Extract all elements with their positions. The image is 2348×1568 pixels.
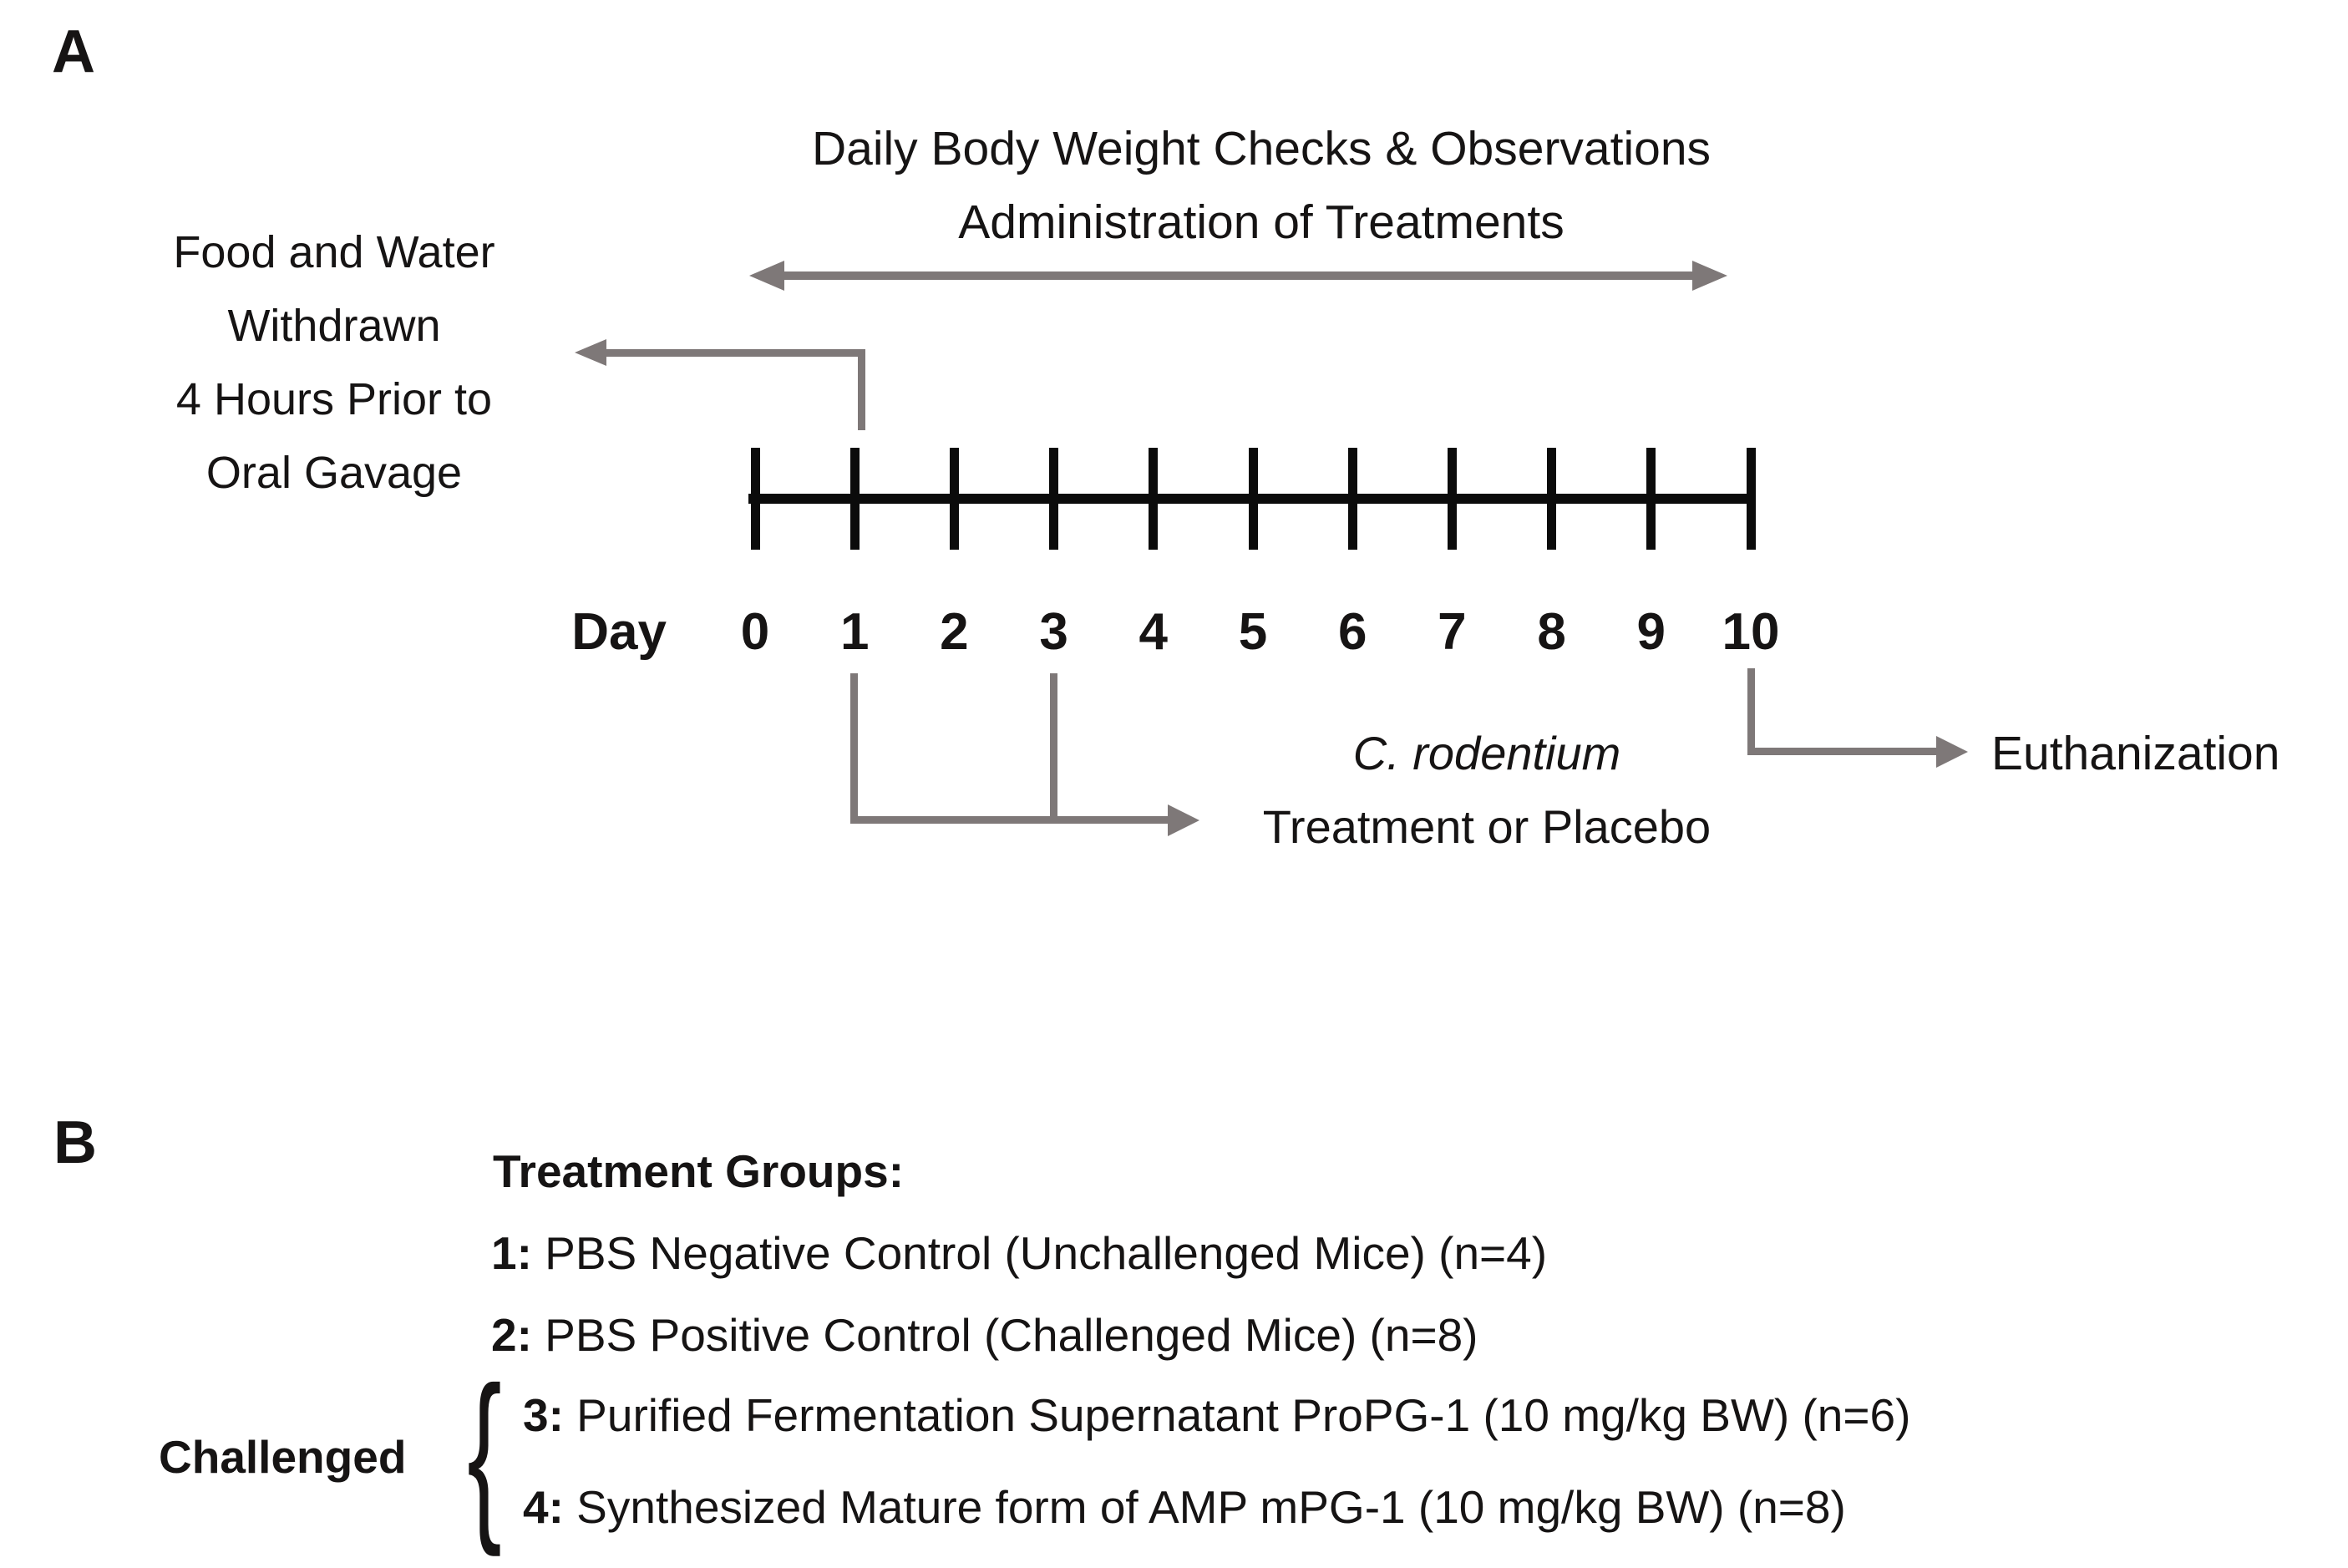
challenged-label: Challenged	[159, 1431, 407, 1483]
arrowhead-left-icon	[749, 261, 784, 291]
timeline-tick-day-5	[1248, 448, 1258, 550]
group-4-description: Synthesized Mature form of AMP mPG-1 (10…	[563, 1481, 1846, 1533]
food-water-note-line3: 4 Hours Prior to	[175, 374, 493, 424]
timeline-tick-day-4	[1149, 448, 1159, 550]
food-water-note-line4: Oral Gavage	[205, 448, 463, 498]
group-1-description: PBS Negative Control (Unchallenged Mice)…	[531, 1227, 1548, 1279]
day-number-9: 9	[1636, 603, 1666, 661]
timeline-tick-day-10	[1746, 448, 1756, 550]
arrowhead-left-icon	[575, 339, 606, 366]
infection-note: C. rodentium Treatment or Placebo	[1211, 717, 1762, 864]
timeline-tick-day-0	[750, 448, 760, 550]
arrowhead-right-icon	[1168, 804, 1199, 836]
food-water-note-line1: Food and Water	[173, 227, 495, 277]
treatment-group-row-3: 3: Purified Fermentation Supernatant Pro…	[523, 1390, 1910, 1440]
daily-checks-title-line1: Daily Body Weight Checks & Observations	[811, 122, 1712, 175]
day-number-7: 7	[1438, 603, 1467, 661]
day-number-10: 10	[1722, 603, 1780, 661]
span-arrow-shaft	[782, 271, 1694, 280]
food-water-arrow-shaft	[605, 349, 865, 357]
panel-a-label: A	[52, 18, 95, 85]
treatment-arrow-shaft	[850, 816, 1171, 824]
day-number-0: 0	[740, 603, 770, 661]
day-number-5: 5	[1238, 603, 1268, 661]
group-2-number: 2:	[491, 1309, 532, 1361]
treatment-group-row-4: 4: Synthesized Mature form of AMP mPG-1 …	[523, 1482, 1846, 1532]
group-3-description: Purified Fermentation Supernatant ProPG-…	[563, 1389, 1911, 1441]
arrowhead-right-icon	[1692, 261, 1727, 291]
food-water-arrow-riser	[858, 349, 865, 430]
food-water-note-line2: Withdrawn	[227, 301, 441, 351]
day-number-1: 1	[839, 603, 870, 661]
day-number-3: 3	[1039, 603, 1068, 661]
group-1-number: 1:	[491, 1227, 532, 1279]
euthanization-arrow-shaft	[1747, 748, 1938, 755]
curly-bracket-icon: {	[467, 1348, 502, 1558]
c-rodentium-label: C. rodentium	[1352, 727, 1621, 779]
day-number-2: 2	[940, 603, 969, 661]
day1-dropline	[850, 673, 858, 824]
food-water-note: Food and Water Withdrawn 4 Hours Prior t…	[109, 216, 560, 510]
timeline-tick-day-1	[849, 448, 860, 550]
euthanization-label: Euthanization	[1991, 727, 2280, 780]
arrowhead-right-icon	[1936, 736, 1968, 768]
timeline-tick-day-2	[949, 448, 959, 550]
day3-dropline	[1050, 673, 1057, 824]
timeline-tick-day-9	[1646, 448, 1656, 550]
timeline-tick-day-8	[1547, 448, 1557, 550]
timeline-tick-day-6	[1347, 448, 1357, 550]
treatment-or-placebo-label: Treatment or Placebo	[1262, 800, 1712, 853]
day-number-4: 4	[1139, 603, 1169, 661]
timeline-tick-day-7	[1447, 448, 1457, 550]
day-axis-label: Day	[571, 603, 667, 661]
panel-b-label: B	[53, 1109, 97, 1176]
group-4-number: 4:	[523, 1481, 564, 1533]
daily-checks-title: Daily Body Weight Checks & Observations …	[677, 112, 1846, 259]
day10-dropline	[1747, 668, 1755, 755]
timeline: Day 0 1 2 3 4 5 6 7 8 9 10	[0, 0, 2348, 752]
daily-checks-title-line2: Administration of Treatments	[958, 195, 1564, 249]
treatment-group-row-1: 1: PBS Negative Control (Unchallenged Mi…	[491, 1228, 1547, 1278]
treatment-group-row-2: 2: PBS Positive Control (Challenged Mice…	[491, 1310, 1478, 1360]
timeline-tick-day-3	[1049, 448, 1059, 550]
day-number-8: 8	[1537, 603, 1566, 661]
treatment-groups-heading: Treatment Groups:	[493, 1145, 905, 1197]
group-3-number: 3:	[523, 1389, 564, 1441]
group-2-description: PBS Positive Control (Challenged Mice) (…	[531, 1309, 1478, 1361]
day-number-6: 6	[1337, 603, 1367, 661]
